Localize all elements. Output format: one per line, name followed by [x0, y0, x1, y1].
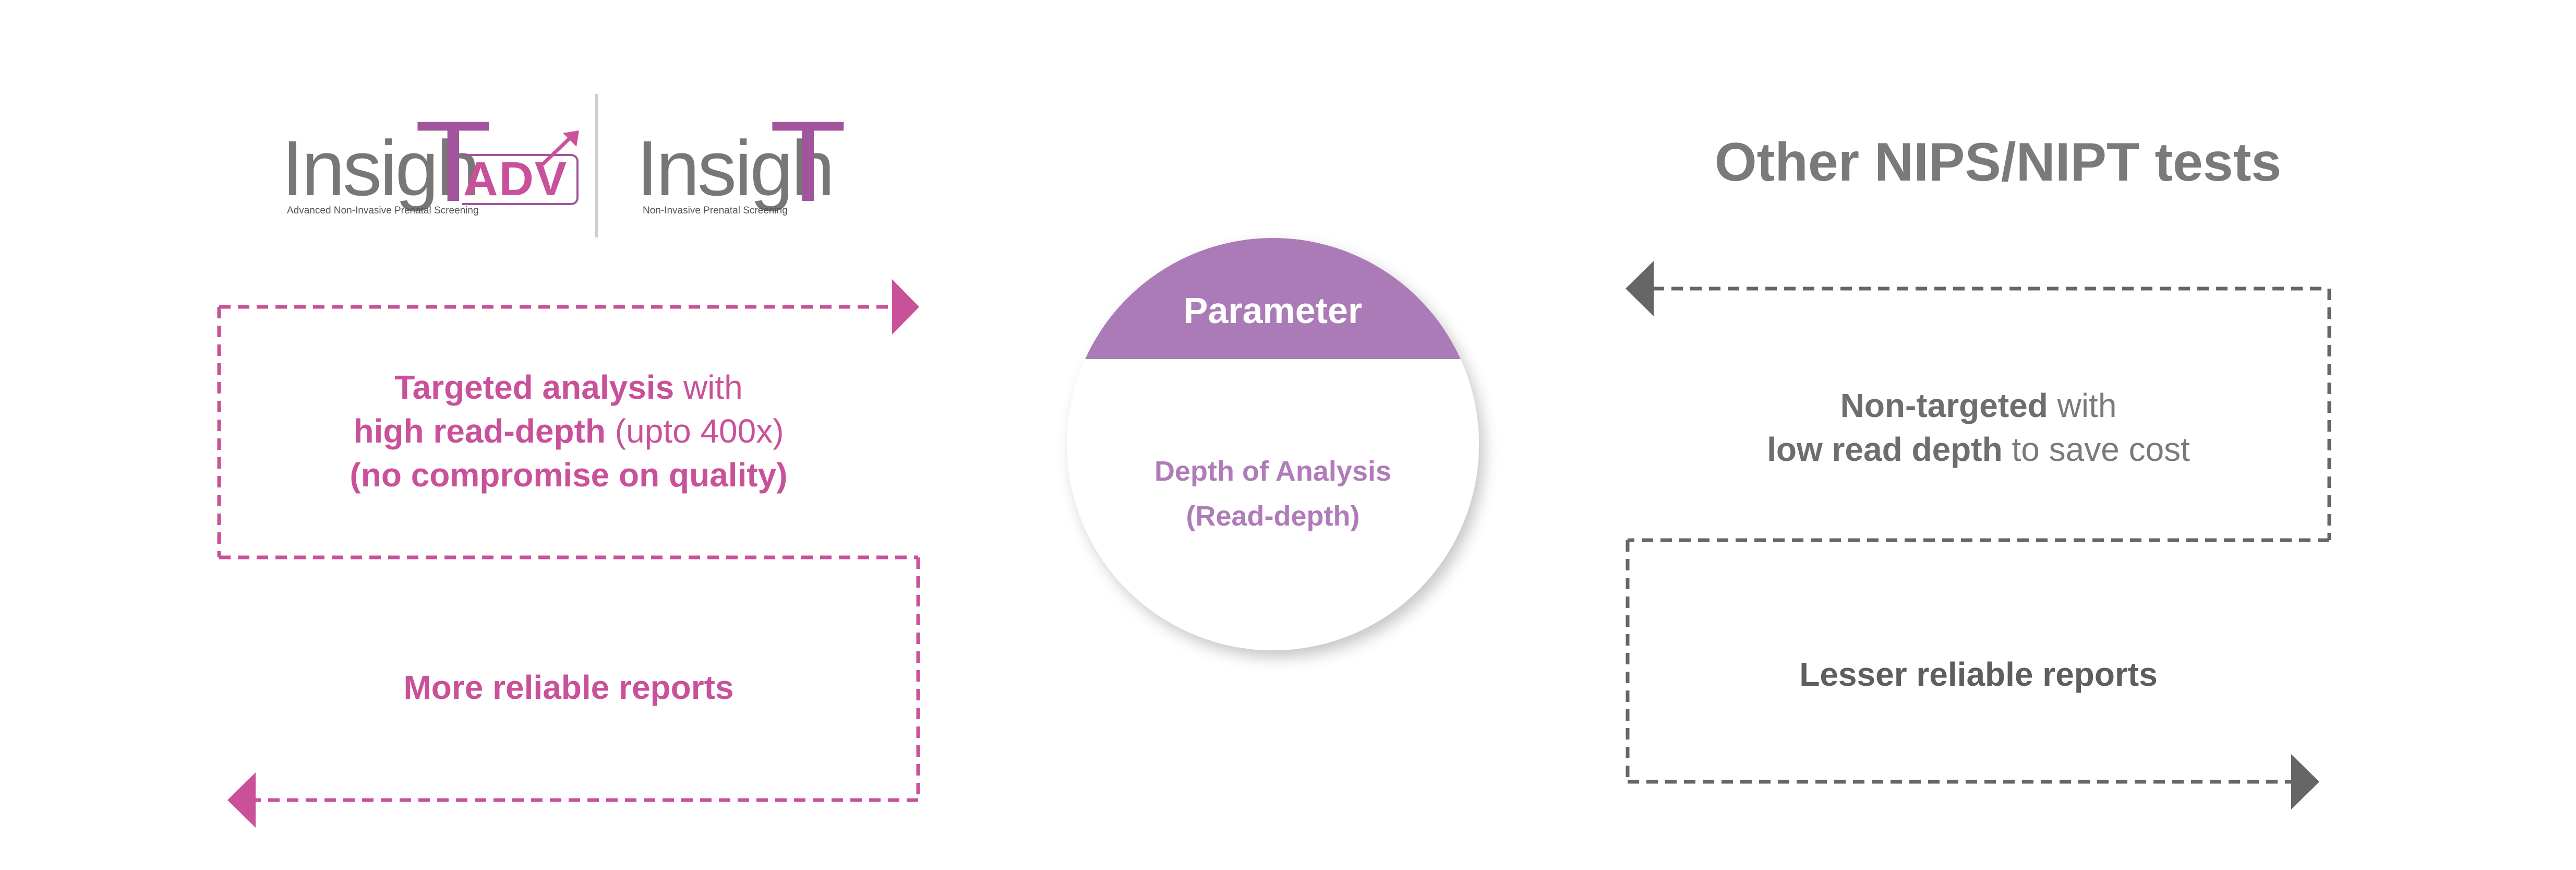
- right-analysis-line2: low read depth to save cost: [1767, 431, 2190, 468]
- parameter-cap: [1085, 238, 1461, 359]
- parameter-label: Parameter: [1183, 290, 1363, 331]
- left-right-arrow-icon: [892, 279, 919, 335]
- insight-tagline: Non-Invasive Prenatal Screening: [643, 205, 788, 216]
- upward-arrow-icon: [541, 130, 579, 166]
- insight-adv-logo-word: Insigh: [282, 124, 480, 212]
- other-tests-title: Other NIPS/NIPT tests: [1714, 132, 2282, 193]
- right-right-arrow-icon: [2291, 754, 2319, 809]
- adv-badge-frame: [462, 154, 579, 205]
- left-analysis-text: Targeted analysis with high read-depth (…: [219, 365, 918, 497]
- insight-logo-word: Insigh: [636, 124, 835, 212]
- left-analysis-line3: (no compromise on quality): [350, 456, 788, 494]
- left-result-text: More reliable reports: [403, 669, 734, 706]
- insight-adv-logo: Insigh T ADV Advanced Non-Invasive Prena…: [282, 97, 579, 227]
- left-analysis-line1: Targeted analysis with: [394, 368, 743, 406]
- right-left-arrow-icon: [1626, 261, 1654, 316]
- left-flow-path: [217, 305, 920, 802]
- adv-badge-label: ADV: [463, 152, 568, 206]
- insight-adv-tagline: Advanced Non-Invasive Prenatal Screening: [287, 205, 479, 216]
- insight-logo: Insigh T Non-Invasive Prenatal Screening: [636, 104, 847, 227]
- right-analysis-line1: Non-targeted with: [1840, 387, 2117, 424]
- parameter-description-line2: (Read-depth): [1186, 500, 1360, 532]
- insight-logo-t: T: [769, 97, 847, 225]
- right-analysis-text: Non-targeted with low read depth to save…: [1628, 384, 2329, 471]
- logo-divider: [595, 94, 598, 237]
- left-analysis-line2: high read-depth (upto 400x): [353, 412, 784, 450]
- parameter-description: Depth of Analysis (Read-depth): [1067, 449, 1479, 539]
- parameter-description-line1: Depth of Analysis: [1154, 456, 1392, 487]
- right-result-text: Lesser reliable reports: [1799, 656, 2158, 693]
- insight-adv-logo-t: T: [415, 97, 492, 225]
- left-left-arrow-icon: [227, 772, 256, 828]
- right-flow-path: [1626, 287, 2331, 784]
